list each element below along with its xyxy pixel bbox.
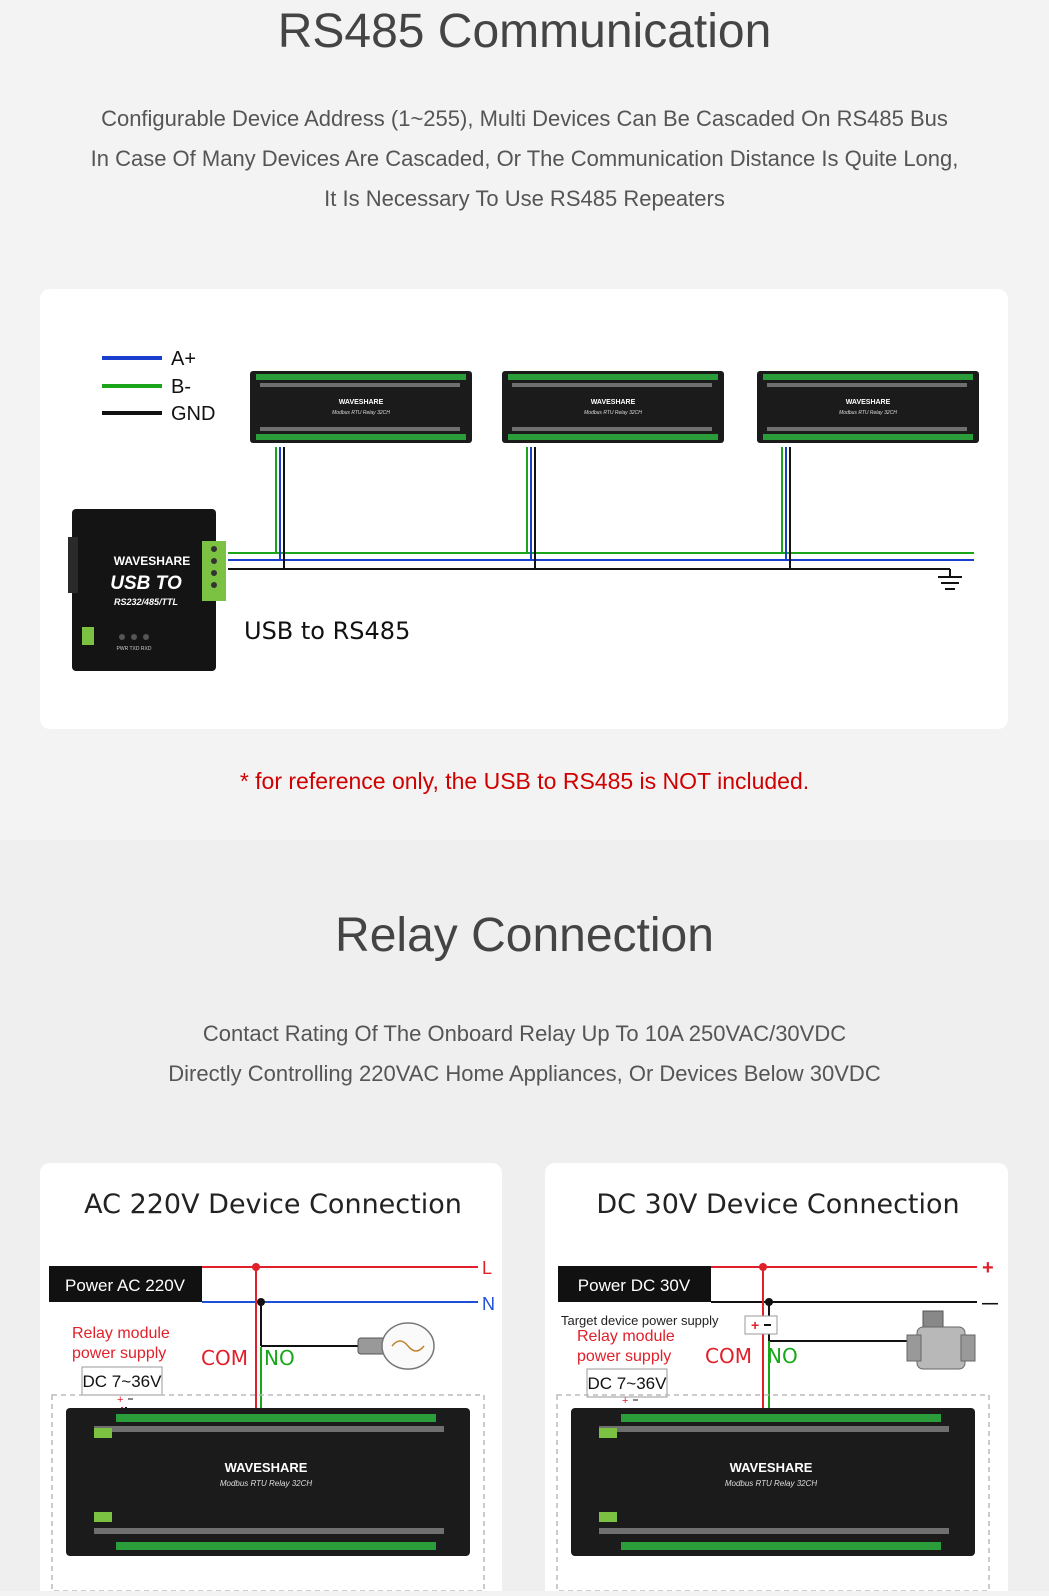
relay-description-line: Contact Rating Of The Onboard Relay Up T… — [202, 1021, 847, 1046]
dc-card-title: DC 30V Device Connection — [596, 1189, 959, 1220]
dc-supply-value: DC 7~36V — [588, 1374, 668, 1393]
svg-text:+: + — [751, 1317, 759, 1333]
dc-power-label-box — [558, 1266, 711, 1302]
converter-leds: PWR TXD RXD — [117, 646, 152, 652]
ac-supply-plus: + — [117, 1394, 123, 1406]
relay-board-model: Modbus RTU Relay 32CH — [220, 1479, 313, 1488]
ac-power-label-box — [49, 1266, 202, 1302]
dc-supply-box — [586, 1368, 668, 1398]
ac-neutral-label: N — [482, 1294, 495, 1314]
ac-supply-value: DC 7~36V — [83, 1372, 163, 1391]
dc-minus-label: — — [982, 1295, 998, 1312]
ac-connection-card: AC 220V Device Connection Power AC 220V … — [40, 1163, 502, 1592]
relay-title: Relay Connection — [335, 909, 714, 962]
relay-board-model: Modbus RTU Relay 32CH — [332, 410, 390, 416]
dc-plus-label: + — [982, 1257, 994, 1279]
ac-supply-box — [81, 1366, 163, 1396]
converter-brand: WAVESHARE — [114, 554, 190, 568]
wire-legend: A+ B- GND — [102, 348, 215, 425]
converter-label: USB to RS485 — [244, 617, 410, 645]
dc-power-label: Power DC 30V — [578, 1276, 691, 1295]
ac-supply-label-line2: power supply — [72, 1345, 166, 1362]
ground-icon — [938, 569, 962, 590]
relay-board-brand: WAVESHARE — [730, 1460, 813, 1475]
ac-supply-label-line1: Relay module — [72, 1325, 170, 1342]
relay-board-brand: WAVESHARE — [846, 399, 891, 406]
relay-board: WAVESHARE Modbus RTU Relay 32CH — [502, 371, 724, 443]
relay-board: WAVESHARE Modbus RTU Relay 32CH — [66, 1408, 470, 1556]
relay-board-model: Modbus RTU Relay 32CH — [725, 1479, 818, 1488]
dc-wiring-diagram: DC 30V Device Connection Power DC 30V + … — [556, 1189, 998, 1592]
rs485-description: Configurable Device Address (1~255), Mul… — [0, 99, 1049, 219]
dc-supply-plus: + — [622, 1395, 628, 1407]
dc-target-label: Target device power supply — [561, 1313, 719, 1328]
rs485-description-line: It Is Necessary To Use RS485 Repeaters — [324, 186, 725, 211]
relay-board: WAVESHARE Modbus RTU Relay 32CH — [571, 1408, 975, 1556]
relay-board-brand: WAVESHARE — [339, 399, 384, 406]
rs485-description-line: Configurable Device Address (1~255), Mul… — [101, 106, 948, 131]
dc-com-label: COM — [705, 1344, 752, 1368]
relay-board-brand: WAVESHARE — [225, 1460, 308, 1475]
converter-title: USB TO — [110, 573, 182, 594]
converter-subtitle: RS232/485/TTL — [114, 597, 178, 607]
legend-label-a: A+ — [171, 348, 196, 370]
relay-board: WAVESHARE Modbus RTU Relay 32CH — [250, 371, 472, 443]
rs485-description-line: In Case Of Many Devices Are Cascaded, Or… — [90, 146, 959, 171]
legend-label-gnd: GND — [171, 403, 215, 425]
rs485-diagram-card: A+ B- GND — [40, 289, 1008, 729]
rs485-bus — [228, 447, 974, 590]
solenoid-valve-icon — [906, 1310, 976, 1370]
rs485-wiring-diagram: A+ B- GND — [68, 348, 979, 671]
dc-connection-card: DC 30V Device Connection Power DC 30V + … — [545, 1163, 1008, 1592]
relay-board-model: Modbus RTU Relay 32CH — [839, 410, 897, 416]
relay-board: WAVESHARE Modbus RTU Relay 32CH — [757, 371, 979, 443]
relay-description: Contact Rating Of The Onboard Relay Up T… — [0, 1014, 1049, 1094]
dc-supply-label-line1: Relay module — [577, 1328, 675, 1345]
relay-board-model: Modbus RTU Relay 32CH — [584, 410, 642, 416]
rs485-title: RS485 Communication — [277, 5, 772, 58]
relay-board-brand: WAVESHARE — [591, 399, 636, 406]
relay-description-line: Directly Controlling 220VAC Home Applian… — [168, 1061, 881, 1086]
usb-converter: WAVESHARE USB TO RS232/485/TTL PWR TXD R… — [68, 509, 226, 671]
ac-live-label: L — [482, 1258, 492, 1278]
ac-com-label: COM — [201, 1346, 248, 1370]
legend-label-b: B- — [171, 376, 191, 398]
light-bulb-icon — [357, 1322, 435, 1370]
reference-note: * for reference only, the USB to RS485 i… — [239, 768, 810, 794]
ac-power-label: Power AC 220V — [65, 1276, 186, 1295]
dc-supply-label-line2: power supply — [577, 1348, 671, 1365]
ac-card-title: AC 220V Device Connection — [84, 1189, 462, 1220]
ac-wiring-diagram: AC 220V Device Connection Power AC 220V … — [49, 1189, 495, 1592]
dc-no-label: NO — [767, 1344, 798, 1368]
ac-no-label: NO — [264, 1346, 295, 1370]
